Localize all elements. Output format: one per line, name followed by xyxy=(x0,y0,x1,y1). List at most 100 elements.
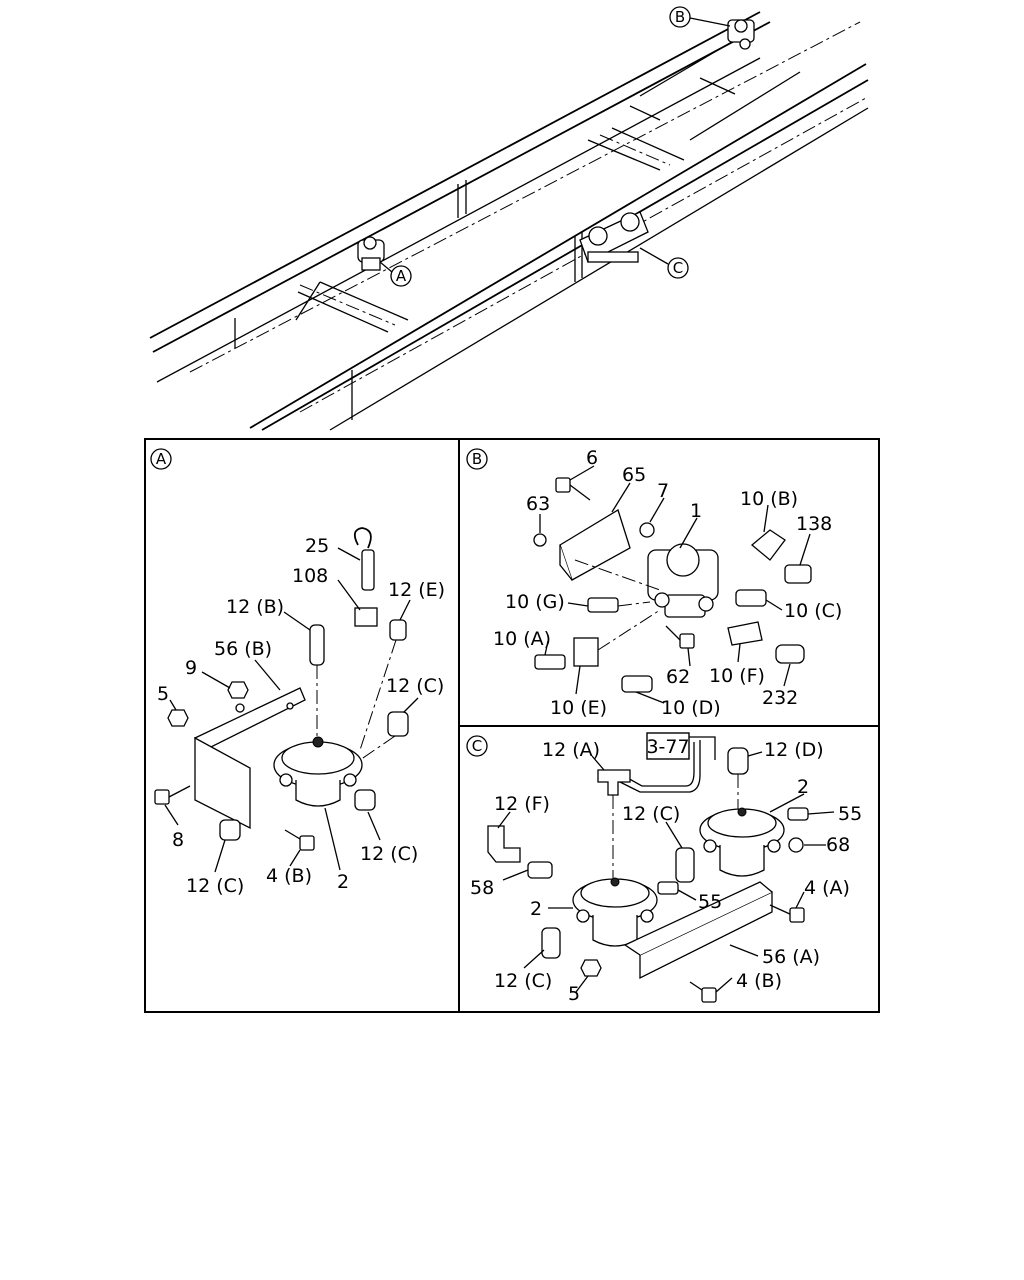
label-2-bottom: 2 xyxy=(530,898,542,920)
label-12a: 12 (A) xyxy=(542,739,600,761)
label-12c-right: 12 (C) xyxy=(386,675,444,697)
bolt-4b xyxy=(284,829,315,851)
overview-marker-b-text: B xyxy=(675,8,685,26)
label-12d: 12 (D) xyxy=(764,739,824,761)
bracket-65 xyxy=(559,509,631,581)
block-10e xyxy=(573,637,599,667)
fitting-12c-lower-left xyxy=(219,819,241,841)
label-63: 63 xyxy=(526,493,550,515)
bracket-56b xyxy=(193,687,306,751)
label-65: 65 xyxy=(622,464,646,486)
label-12c-bottom-left: 12 (C) xyxy=(186,875,244,897)
label-138: 138 xyxy=(796,513,832,535)
label-4a: 4 (A) xyxy=(804,877,850,899)
overview-marker-c-text: C xyxy=(673,259,683,277)
overview-valve-a xyxy=(357,236,393,273)
relay-valve-2 xyxy=(273,736,363,807)
fitting-12c-mid xyxy=(675,847,695,883)
label-12c-mid: 12 (C) xyxy=(622,803,680,825)
reference-box-text: 3-77 xyxy=(646,736,689,758)
nut-7 xyxy=(639,522,655,538)
label-10b: 10 (B) xyxy=(740,488,798,510)
detail-c: C 3-77 xyxy=(466,732,862,1005)
label-232: 232 xyxy=(762,687,798,709)
reference-box-3-77[interactable]: 3-77 xyxy=(646,732,690,760)
label-9: 9 xyxy=(185,657,197,679)
label-108: 108 xyxy=(292,565,328,587)
nut-63 xyxy=(533,533,547,547)
label-7: 7 xyxy=(657,480,669,502)
relay-valve-2-lower xyxy=(572,877,658,947)
label-62: 62 xyxy=(666,666,690,688)
fitting-55-lower xyxy=(657,881,679,895)
overview-marker-a-text: A xyxy=(396,267,407,285)
nut-5 xyxy=(167,709,189,727)
bolt-6 xyxy=(555,477,591,501)
label-12c-bottom-right: 12 (C) xyxy=(360,843,418,865)
label-55-top: 55 xyxy=(838,803,862,825)
overview-marker-c[interactable]: C xyxy=(667,257,689,279)
label-10g: 10 (G) xyxy=(505,591,565,613)
fitting-12e xyxy=(389,619,407,641)
label-68: 68 xyxy=(826,834,850,856)
label-5-c: 5 xyxy=(568,983,580,1005)
fitting-10g xyxy=(587,597,619,613)
label-55-bottom: 55 xyxy=(698,891,722,913)
nut-5-c xyxy=(580,959,602,977)
label-56a: 56 (A) xyxy=(762,946,820,968)
label-58: 58 xyxy=(470,877,494,899)
label-5: 5 xyxy=(157,683,169,705)
label-10d: 10 (D) xyxy=(661,697,721,719)
label-10a: 10 (A) xyxy=(493,628,551,650)
fitting-12c-right xyxy=(387,711,409,737)
fitting-10d xyxy=(621,675,653,693)
bolt-62 xyxy=(665,625,695,649)
bolt-8 xyxy=(154,785,191,805)
label-12c-low: 12 (C) xyxy=(494,970,552,992)
fitting-12f xyxy=(487,825,521,863)
fitting-10b xyxy=(750,529,786,561)
tee-12a xyxy=(597,769,631,796)
sensor-25 xyxy=(353,527,372,549)
label-1: 1 xyxy=(690,500,702,522)
label-12f: 12 (F) xyxy=(494,793,550,815)
nut-9 xyxy=(227,681,249,699)
label-8: 8 xyxy=(172,829,184,851)
svg-text:A: A xyxy=(156,450,167,468)
detail-c-marker: C xyxy=(466,735,488,757)
bolt-4b-c xyxy=(689,981,717,1003)
detail-b-marker: B xyxy=(466,448,488,470)
fitting-10c xyxy=(735,589,767,607)
fitting-12c-low xyxy=(541,927,561,959)
fitting-10f xyxy=(727,621,763,646)
svg-text:C: C xyxy=(472,737,482,755)
overview-valve-b xyxy=(689,17,755,50)
label-56b: 56 (B) xyxy=(214,638,272,660)
air-line xyxy=(619,736,716,793)
detail-a: A xyxy=(150,448,445,897)
cap-232 xyxy=(775,644,805,664)
protection-valve-1 xyxy=(647,543,719,618)
overview-marker-b[interactable]: B xyxy=(669,6,691,28)
detail-frames xyxy=(144,438,880,1013)
svg-text:B: B xyxy=(472,450,482,468)
fitting-138 xyxy=(784,564,812,584)
bolt-4a xyxy=(769,904,805,923)
washer-68 xyxy=(788,837,804,853)
label-12e: 12 (E) xyxy=(388,579,445,601)
overview-marker-a[interactable]: A xyxy=(390,265,412,287)
label-10f: 10 (F) xyxy=(709,665,765,687)
relay-valve-2-upper xyxy=(699,807,785,877)
chassis-frame-overview xyxy=(149,11,869,431)
label-2-top: 2 xyxy=(797,776,809,798)
fitting-10a xyxy=(534,654,566,670)
label-2: 2 xyxy=(337,871,349,893)
detail-a-marker: A xyxy=(150,448,172,470)
label-10c: 10 (C) xyxy=(784,600,842,622)
label-10e: 10 (E) xyxy=(550,697,607,719)
label-6: 6 xyxy=(586,447,598,469)
label-4b-c: 4 (B) xyxy=(736,970,782,992)
label-4b: 4 (B) xyxy=(266,865,312,887)
label-25: 25 xyxy=(305,535,329,557)
